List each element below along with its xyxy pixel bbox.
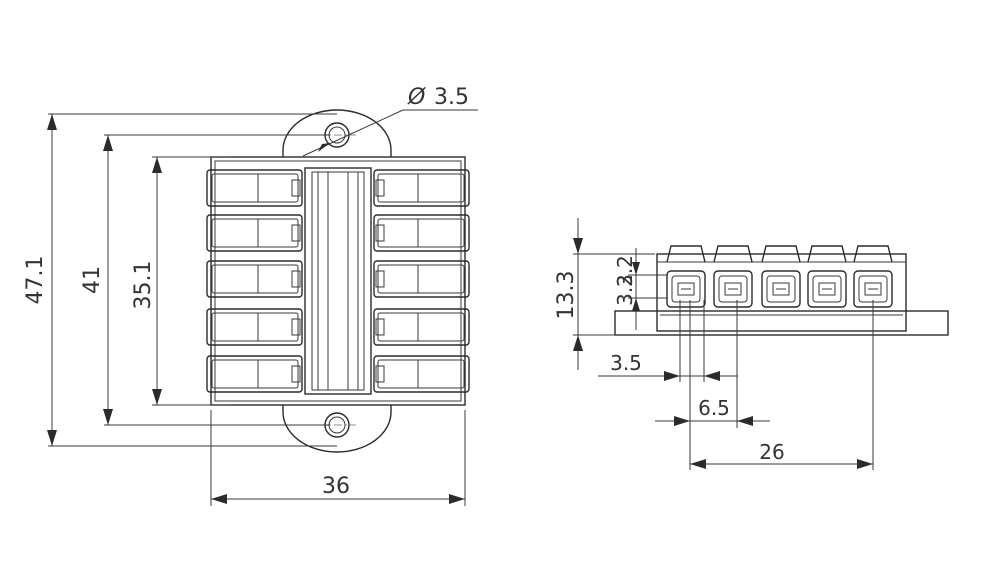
lever-right-2 — [373, 214, 470, 252]
side-levers — [666, 245, 893, 308]
lever-right-3 — [373, 260, 470, 298]
lever-left-1 — [206, 169, 303, 207]
dim-hole-diameter: 3.5 — [434, 85, 469, 110]
lever-right-5 — [373, 355, 470, 393]
dim-body-height: 35.1 — [131, 261, 156, 310]
base-plate — [614, 310, 949, 336]
connector-body — [210, 156, 466, 406]
lever-left-5 — [206, 355, 303, 393]
dim-leader-hole — [302, 109, 404, 157]
side-lever-3 — [761, 245, 801, 308]
mounting-ear-bottom — [282, 405, 392, 453]
lever-left-3 — [206, 260, 303, 298]
levers-right — [373, 169, 470, 393]
center-rail — [304, 167, 372, 395]
dim-side-offset: 3.5 — [610, 351, 642, 375]
dim-side-pitch: 6.5 — [698, 396, 730, 420]
side-lever-4 — [807, 245, 847, 308]
dim-overall-height: 47.1 — [23, 256, 48, 305]
dim-hole-symbol: Ø — [407, 85, 426, 110]
dim-side-span: 26 — [759, 440, 784, 464]
dim-side-height: 13.3 — [554, 271, 579, 320]
mounting-ear-top — [282, 109, 392, 157]
dim-side-step-b: 3.2 — [613, 274, 637, 306]
side-lever-1 — [666, 245, 706, 308]
dim-hole-pitch: 41 — [80, 266, 105, 294]
levers-left — [206, 169, 303, 393]
front-view: 47.1 41 35.1 36 Ø 3.5 — [23, 85, 478, 506]
side-view: 13.3 3.2 3.2 3.5 6.5 26 — [554, 218, 949, 470]
lever-left-2 — [206, 214, 303, 252]
side-lever-5 — [853, 245, 893, 308]
lever-right-4 — [373, 308, 470, 346]
dim-side-step-a: 3.2 — [613, 255, 637, 287]
side-lever-2 — [713, 245, 753, 308]
lever-right-1 — [373, 169, 470, 207]
dim-width: 36 — [322, 474, 350, 499]
side-body — [656, 253, 907, 332]
lever-left-4 — [206, 308, 303, 346]
